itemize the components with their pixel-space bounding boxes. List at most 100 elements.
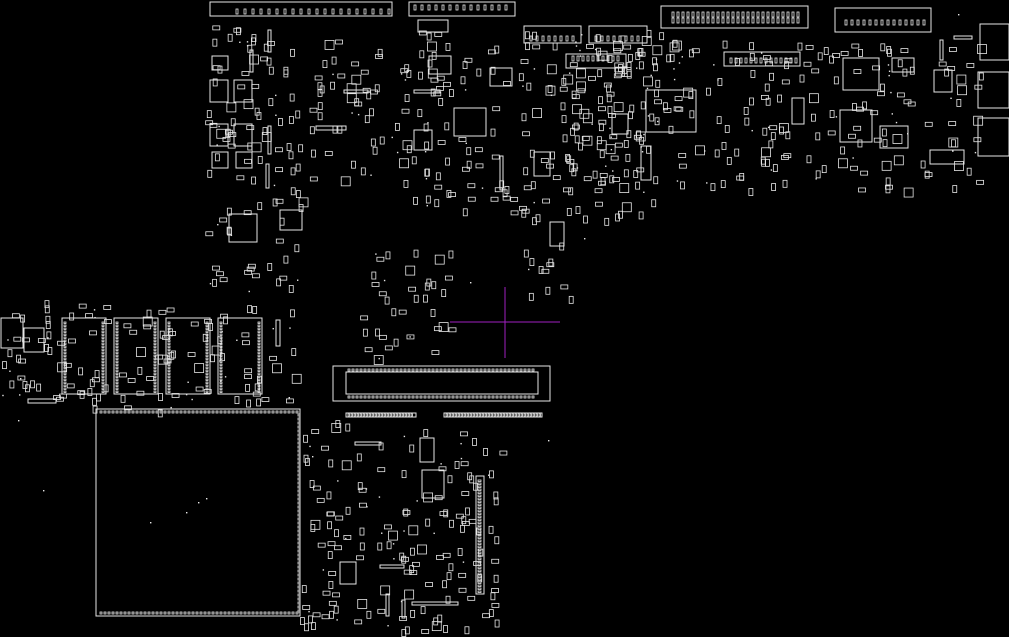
connector-pin — [751, 11, 755, 18]
passive-part — [973, 137, 982, 143]
slot-connector[interactable] — [332, 365, 551, 402]
chip-pin — [219, 387, 223, 390]
bga-pin — [259, 611, 263, 615]
ic-u-left-2[interactable] — [428, 55, 452, 75]
memory-chip-2[interactable] — [113, 317, 159, 395]
ic-u-main-3[interactable] — [842, 57, 880, 91]
bga-pin — [297, 589, 301, 593]
slot-pin — [479, 368, 483, 372]
slot-pin — [363, 395, 367, 399]
memory-chip-3[interactable] — [165, 317, 211, 395]
inductor-1[interactable] — [209, 79, 229, 103]
passive-part — [79, 390, 85, 399]
passive-part — [858, 49, 863, 57]
left-ic[interactable] — [23, 327, 45, 353]
ic-u-mid-12[interactable] — [791, 97, 805, 125]
connector-pin — [387, 8, 391, 15]
ic-u-mid-13[interactable] — [413, 129, 433, 151]
passive-part — [162, 335, 170, 340]
edge-connector-lower[interactable] — [475, 475, 485, 595]
connector-pin — [691, 17, 695, 24]
ic-lower-2[interactable] — [419, 437, 435, 463]
chip-pin — [219, 378, 223, 381]
passive-part — [655, 79, 661, 88]
passive-part — [44, 300, 50, 309]
via — [581, 34, 583, 36]
chip-pin — [63, 378, 67, 381]
inductor-4[interactable] — [233, 123, 253, 147]
chip-u1[interactable] — [417, 19, 449, 33]
port-right-3[interactable] — [977, 117, 1009, 157]
passive-part — [317, 542, 326, 548]
inductor-3[interactable] — [209, 123, 229, 147]
small-ic — [954, 161, 964, 171]
ic-u-main-4[interactable] — [453, 107, 487, 137]
passive-part — [171, 393, 180, 398]
inductor-2[interactable] — [233, 79, 253, 103]
passive-part — [829, 55, 834, 64]
passive-part — [404, 94, 410, 102]
header-d[interactable] — [565, 53, 627, 69]
passive-part — [377, 467, 386, 473]
top-connector-left[interactable] — [209, 1, 393, 17]
port-right-1[interactable] — [979, 23, 1009, 61]
ic-u-main-2[interactable] — [839, 109, 873, 143]
passive-part — [609, 175, 615, 184]
connector-pin — [600, 35, 604, 42]
passive-part — [552, 175, 561, 181]
top-connector-dsub[interactable] — [660, 5, 809, 29]
strip-pin — [490, 413, 493, 417]
port-right-2[interactable] — [977, 71, 1009, 109]
via — [93, 309, 96, 311]
ic-u-mid-10[interactable] — [611, 113, 629, 135]
memory-chip-4[interactable] — [217, 317, 263, 395]
passive-part — [146, 309, 152, 318]
passive-part — [924, 121, 933, 127]
slot-pin — [351, 368, 355, 372]
passive-part — [303, 434, 308, 443]
passive-part — [391, 308, 397, 317]
connector-pin — [781, 11, 785, 18]
ic-u-main-1[interactable] — [645, 89, 697, 133]
via — [393, 558, 395, 560]
bga-main-processor[interactable] — [95, 408, 301, 617]
passive-part — [157, 409, 163, 418]
ic-u-mid-11[interactable] — [640, 145, 652, 181]
inductor-6[interactable] — [235, 151, 253, 169]
passive-part — [840, 146, 846, 155]
resistor-long-11 — [267, 29, 272, 53]
ic-u-mid-9[interactable] — [549, 221, 565, 247]
ic-lower-3[interactable] — [339, 561, 357, 585]
component-outlines — [0, 1, 1009, 619]
left-resistor-long[interactable] — [27, 398, 57, 404]
ic-u-right-6[interactable] — [929, 149, 965, 165]
header-c[interactable] — [723, 51, 801, 67]
bga-pin — [297, 449, 301, 453]
via — [170, 406, 172, 409]
via — [470, 282, 472, 284]
top-connector-mid[interactable] — [408, 1, 516, 17]
passive-part — [777, 94, 782, 103]
inductor-5[interactable] — [211, 151, 229, 169]
passive-part — [409, 570, 418, 576]
passive-part — [458, 137, 467, 142]
via — [952, 150, 954, 152]
connector-pin — [696, 11, 700, 18]
via — [958, 14, 960, 16]
ic-u-main-5[interactable] — [879, 125, 909, 149]
top-connector-right[interactable] — [834, 7, 932, 33]
connector-pin — [576, 55, 580, 62]
passive-part — [467, 472, 473, 481]
header-a[interactable] — [523, 25, 582, 44]
ic-u-right-7[interactable] — [933, 69, 953, 93]
ic-u-left-3[interactable] — [489, 67, 513, 87]
passive-part — [467, 183, 476, 189]
chip-pin — [205, 372, 209, 375]
chip-pin — [205, 330, 209, 333]
passive-part — [241, 340, 250, 346]
chip-pin — [101, 336, 105, 339]
slot-pin — [383, 395, 387, 399]
slot-pin — [471, 395, 475, 399]
